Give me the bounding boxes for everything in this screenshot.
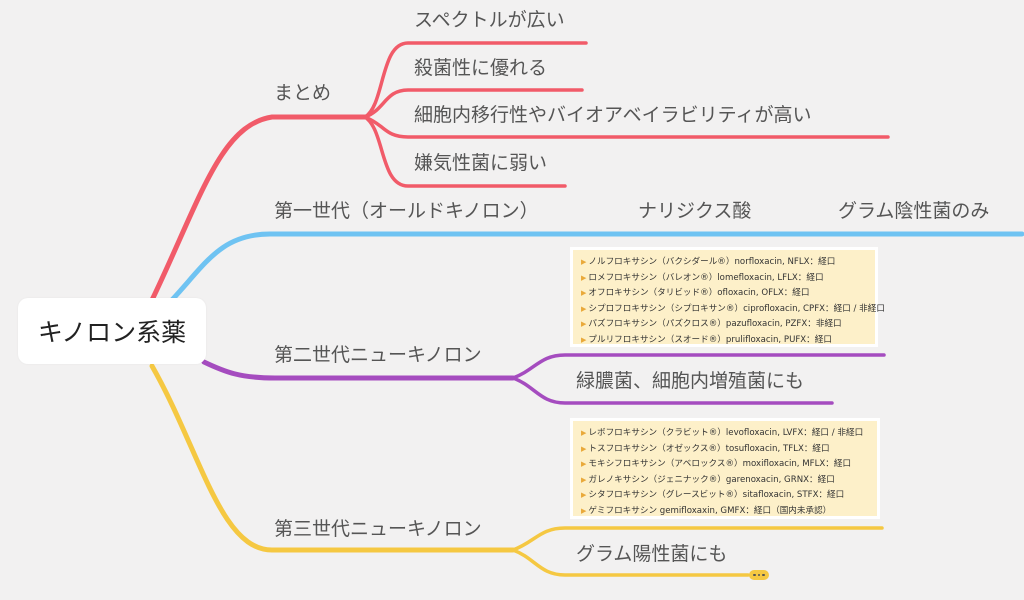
bullet-icon: ▶ [581,335,587,344]
gen2-child[interactable]: 緑膿菌、細胞内増殖菌にも [576,370,805,392]
bullet-icon: ▶ [581,304,587,313]
branch-summary-item-4-line [363,115,567,188]
gen3-note[interactable]: ▶レボフロキサシン（クラビット®）levofloxacin, LVFX：経口 /… [572,420,878,517]
branch-summary-lines [149,41,890,303]
branch-gen2-upper [511,353,886,380]
branch-summary-item-2-line [363,88,584,119]
gen2-note-row: ▶ロメフロキサシン（バレオン®）lomefloxacin, LFLX：経口 [581,272,824,283]
summary-item-2[interactable]: 殺菌性に優れる [414,57,548,79]
more-icon[interactable] [749,570,769,580]
gen3-child[interactable]: グラム陽性菌にも [576,543,728,565]
bullet-icon: ▶ [581,320,587,328]
bullet-icon: ▶ [581,258,587,266]
gen3-note-row: ▶レボフロキサシン（クラビット®）levofloxacin, LVFX：経口 /… [581,428,864,438]
gen3-note-row: ▶ゲミフロキサシン gemifloxaxin, GMFX：経口（国内未承認） [581,505,832,516]
gen2-note-row: ▶パズフロキサシン（パズクロス®）pazufloxacin, PZFX：非経口 [581,319,842,329]
gen2-note-row: ▶シプロフロキサシン（シプロキサン®）ciprofloxacin, CPFX：経… [581,303,885,314]
branch-gen2-label[interactable]: 第二世代ニューキノロン [274,344,482,366]
branch-gen2-lower [511,376,834,405]
branch-gen3-lines [149,363,884,577]
bullet-icon: ▶ [581,460,587,468]
gen2-note[interactable]: ▶ノルフロキサシン（バクシダール®）norfloxacin, NFLX：経口 ▶… [572,249,885,345]
bullet-icon: ▶ [581,491,587,499]
gen1-child[interactable]: ナリジクス酸 [638,200,752,222]
root-topic[interactable]: キノロン系薬 [18,298,206,364]
branch-summary-label[interactable]: まとめ [274,82,332,104]
branch-gen3-upper [511,526,884,552]
branch-gen1-label[interactable]: 第一世代（オールドキノロン） [274,200,539,222]
bullet-icon: ▶ [581,475,587,484]
branch-gen3-main [149,363,516,553]
branch-gen3-lower [511,548,750,577]
bullet-icon: ▶ [581,429,587,437]
summary-item-3[interactable]: 細胞内移行性やバイオアベイラビリティが高い [414,104,812,126]
summary-item-4[interactable]: 嫌気性菌に弱い [414,152,548,174]
gen3-note-row: ▶トスフロキサシン（オゼックス®）tosufloxacin, TFLX：経口 [581,443,830,454]
branch-gen2-main [201,359,516,381]
gen2-note-row: ▶プルリフロキサシン（スオード®）prulifloxacin, PUFX：経口 [581,334,832,345]
branch-gen3-label[interactable]: 第三世代ニューキノロン [274,518,482,540]
branch-gen1-line [167,231,1024,305]
gen2-note-row: ▶オフロキサシン（タリビッド®）ofloxacin, OFLX：経口 [581,288,810,298]
bullet-icon: ▶ [581,289,587,297]
bullet-icon: ▶ [581,273,587,282]
bullet-icon: ▶ [581,444,587,453]
gen1-grandchild[interactable]: グラム陰性菌のみ [838,200,990,222]
gen3-note-row: ▶ガレノキサシン（ジェニナック®）garenoxacin, GRNX：経口 [581,474,835,485]
branch-gen2-lines [201,353,886,405]
gen2-note-row: ▶ノルフロキサシン（バクシダール®）norfloxacin, NFLX：経口 [581,257,836,267]
gen3-note-row: ▶シタフロキサシン（グレースビット®）sitafloxacin, STFX：経口 [581,490,845,500]
branch-summary-item-1-line [363,41,588,119]
gen3-note-row: ▶モキシフロキサシン（アベロックス®）moxifloxacin, MFLX：経口 [581,459,852,469]
branch-summary-main [149,114,368,303]
summary-item-1[interactable]: スペクトルが広い [414,9,565,31]
bullet-icon: ▶ [581,506,587,515]
